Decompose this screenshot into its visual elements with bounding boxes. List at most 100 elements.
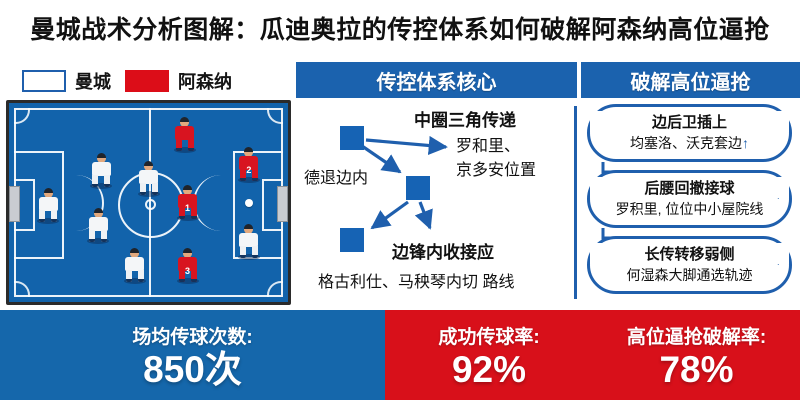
player-leg-right — [137, 270, 144, 283]
goal-box-right — [262, 178, 283, 231]
label-winger-names: 格古利仕、马秧琴内切 路线 — [318, 274, 515, 291]
player-shadow — [37, 218, 60, 225]
player-torso — [125, 257, 145, 272]
stat-passes: 场均传球次数: 850次 — [0, 310, 385, 400]
stat-pass-rate: 成功传球率: 92% — [385, 310, 593, 400]
red-square-icon — [125, 70, 169, 92]
player-leg-left — [239, 246, 246, 259]
player-hair — [244, 146, 254, 152]
player-leg-right — [51, 210, 58, 223]
player-head — [93, 209, 103, 219]
player-leg-left — [92, 174, 99, 187]
player-torso — [88, 217, 108, 232]
node-bottom-left — [340, 228, 364, 252]
city-defender-centre — [86, 208, 110, 245]
panel-divider — [574, 106, 577, 299]
player-hair — [130, 248, 140, 254]
section-header-possession: 传控体系核心 — [296, 62, 577, 98]
goal-right — [277, 185, 288, 222]
section-header-press-label: 破解高位逼抢 — [630, 71, 751, 94]
player-leg-left — [178, 270, 185, 283]
player-torso: 2 — [239, 155, 259, 175]
player-hair — [43, 188, 53, 194]
goal-left — [9, 185, 20, 222]
legend-item-arsenal: 阿森纳 — [125, 68, 232, 94]
player-head — [244, 147, 254, 157]
player-torso: 3 — [178, 257, 198, 276]
player-head — [144, 161, 153, 171]
callout-pivot-subtitle: 罗积里, 位位中小屋院线 — [615, 201, 764, 217]
player-head — [96, 153, 106, 163]
goal-box-left — [14, 178, 35, 231]
player-leg-right — [251, 168, 258, 181]
stat-passes-label: 场均传球次数: — [132, 327, 253, 348]
player-leg-right — [190, 270, 197, 283]
player-head — [183, 185, 193, 195]
city-midfielder-centre — [137, 160, 161, 197]
player-shadow — [123, 278, 146, 285]
player-head — [180, 117, 190, 127]
player-torso — [91, 161, 111, 176]
player-leg-left — [139, 182, 146, 195]
up-arrow-icon: ↑ — [742, 135, 749, 151]
label-de-inside: 德退边内 — [304, 170, 369, 187]
player-shadow — [176, 278, 199, 285]
player-shadow — [237, 254, 260, 261]
player-shadow — [137, 190, 160, 197]
player-shadow — [90, 182, 113, 189]
player-hair — [93, 208, 103, 214]
arsenal-presser-high — [173, 116, 197, 153]
city-defender-left — [89, 152, 113, 189]
title-bar: 曼城战术分析图解：瓜迪奥拉的传控体系如何破解阿森纳高位逼抢 — [0, 0, 800, 56]
player-leg-right — [190, 206, 197, 219]
ball-icon — [244, 198, 253, 207]
node-centre — [406, 176, 430, 200]
player-shadow — [173, 146, 196, 153]
player-leg-right — [251, 246, 258, 259]
player-shadow — [176, 214, 199, 221]
legend-label-arsenal: 阿森纳 — [178, 72, 232, 92]
player-hair — [144, 160, 153, 166]
player-leg-left — [175, 138, 182, 151]
diagram-arrows — [361, 135, 448, 230]
player-leg-right — [151, 182, 158, 195]
label-rodri-line2: 京多安位置 — [456, 162, 537, 179]
pitch-field: 1 2 3 — [9, 103, 288, 302]
player-hair — [244, 224, 254, 230]
stat-passes-value: 850次 — [143, 349, 242, 390]
city-midfielder-low — [123, 248, 147, 285]
player-head — [244, 225, 254, 235]
arsenal-player-2: 2 — [237, 146, 261, 183]
callout-switch-title: 长传转移弱侧 — [590, 243, 789, 264]
white-square-icon — [22, 70, 66, 92]
player-torso: 1 — [178, 193, 198, 213]
stat-press-rate-label: 高位逼抢破解率: — [626, 327, 767, 348]
player-number: 3 — [185, 266, 191, 277]
corner-arc-bottom-left — [14, 281, 30, 297]
callout-fullback[interactable]: 边后卫插上均塞洛、沃克套边↑ — [587, 104, 792, 162]
player-number: 2 — [246, 164, 252, 175]
callout-fullback-subtitle: 均塞洛、沃克套边↑ — [630, 135, 749, 151]
possession-diagram-panel: 中圈三角传递罗和里、京多安位置德退边内边锋内收接应格古利仕、马秧琴内切 路线 — [296, 100, 577, 305]
player-torso — [175, 125, 195, 140]
arsenal-player-1: 1 — [176, 184, 200, 221]
label-winger-inside: 边锋内收接应 — [392, 243, 494, 262]
player-leg-left — [39, 210, 46, 223]
player-leg-left — [89, 230, 96, 243]
player-leg-right — [101, 230, 108, 243]
player-leg-right — [104, 174, 111, 187]
corner-arc-bottom-right — [267, 281, 283, 297]
stat-press-rate: 高位逼抢破解率: 78% — [593, 310, 800, 400]
stat-pass-rate-value: 92% — [451, 349, 527, 390]
callout-switch-subtitle: 何湿森大脚通选轨迹 — [626, 267, 753, 283]
player-head — [43, 189, 53, 199]
node-top-left — [340, 126, 364, 150]
player-torso — [239, 233, 259, 248]
page-title: 曼城战术分析图解：瓜迪奥拉的传控体系如何破解阿森纳高位逼抢 — [30, 16, 770, 44]
legend-label-city: 曼城 — [75, 72, 111, 92]
pitch-diagram: 1 2 3 — [6, 100, 291, 305]
player-leg-left — [178, 206, 185, 219]
